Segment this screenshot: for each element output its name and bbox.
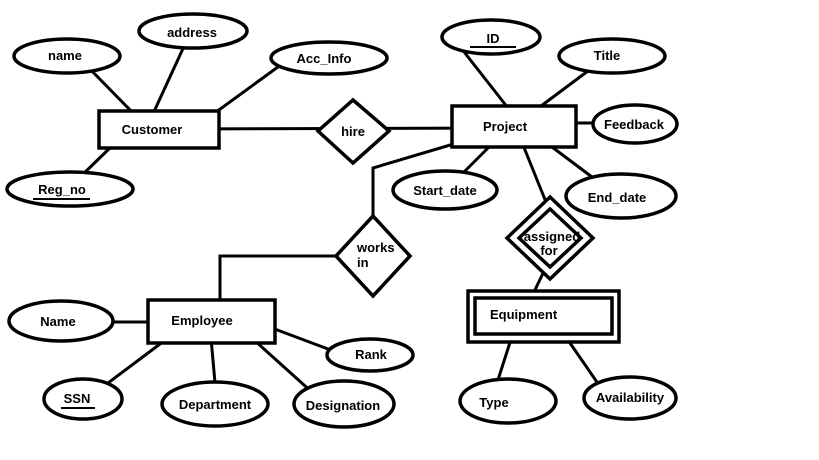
- hire-relationship-label: hire: [341, 124, 365, 139]
- accinfo-attribute-ellipse: [269, 40, 389, 76]
- type-attribute-label: Type: [479, 395, 508, 410]
- employee-entity-label: Employee: [171, 313, 232, 328]
- enddate-attribute-ellipse: [564, 172, 678, 220]
- name-attribute-label: name: [48, 48, 82, 63]
- diagram-shapes: [5, 12, 679, 429]
- assigned-for-relationship-label-line2: for: [540, 243, 557, 258]
- id-key-attribute-ellipse: [440, 18, 542, 56]
- connector-name-customer: [83, 62, 138, 118]
- connector-employee-worksin: [218, 254, 352, 312]
- works-in-relationship-label-line1: works: [356, 240, 395, 255]
- title-attribute-ellipse: [557, 37, 667, 75]
- customer-entity-box: [97, 109, 221, 150]
- connector-employee-designation: [252, 338, 316, 396]
- feedback-attribute-ellipse: [591, 103, 679, 145]
- address-attribute-ellipse: [137, 12, 249, 50]
- ssn-attribute-label: SSN: [64, 391, 91, 406]
- startdate-attribute-label: Start_date: [413, 183, 477, 198]
- availability-attribute-ellipse: [582, 375, 678, 421]
- type-attribute-ellipse: [458, 377, 558, 425]
- project-entity-label: Project: [483, 119, 528, 134]
- connector-accinfo-customer: [210, 62, 284, 117]
- availability-attribute-label: Availability: [596, 390, 665, 405]
- department-attribute-label: Department: [179, 397, 252, 412]
- designation-attribute-ellipse: [292, 379, 396, 429]
- equipment-weak-entity-inner-box: [473, 296, 614, 336]
- hire-relationship-diamond: [315, 97, 392, 166]
- name-attribute-ellipse: [12, 37, 122, 75]
- designation-attribute-label: Designation: [306, 398, 380, 413]
- connector-id-project: [459, 46, 510, 110]
- customer-entity-label: Customer: [122, 122, 183, 137]
- title-attribute-label: Title: [594, 48, 621, 63]
- connector-address-customer: [150, 40, 188, 118]
- rank-attribute-label: Rank: [355, 347, 388, 362]
- assigned-for-relationship-label-line1: assigned: [524, 229, 580, 244]
- regno-attribute-label: Reg_no: [38, 182, 86, 197]
- id-attribute-label: ID: [487, 31, 500, 46]
- works-in-relationship-label-line2: in: [357, 255, 369, 270]
- employee-name-attribute-label: Name: [40, 314, 75, 329]
- employee-name-attribute-ellipse: [7, 299, 115, 343]
- regno-key-attribute-ellipse: [5, 170, 135, 208]
- feedback-attribute-label: Feedback: [604, 117, 665, 132]
- diagram-labels: Customer Project Employee Equipment hire…: [33, 25, 665, 413]
- accinfo-attribute-label: Acc_Info: [297, 51, 352, 66]
- assigned-for-weak-relationship-inner-diamond: [516, 206, 584, 270]
- department-attribute-ellipse: [160, 380, 270, 428]
- address-attribute-label: address: [167, 25, 217, 40]
- connector-employee-rank: [270, 326, 338, 354]
- enddate-attribute-label: End_date: [588, 190, 647, 205]
- rank-attribute-ellipse: [325, 337, 415, 373]
- works-in-relationship-diamond: [333, 213, 413, 299]
- equipment-entity-label: Equipment: [490, 307, 558, 322]
- startdate-attribute-ellipse: [391, 169, 499, 211]
- employee-entity-box: [146, 298, 277, 345]
- project-entity-box: [450, 104, 578, 149]
